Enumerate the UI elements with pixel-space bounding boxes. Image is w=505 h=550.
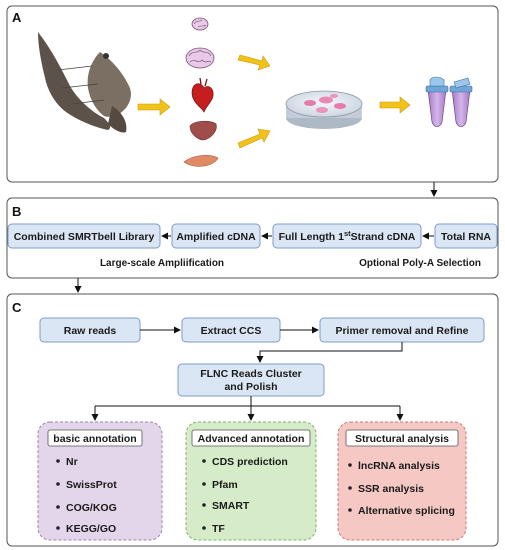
group-title: Advanced annotation [198,433,305,445]
panel-a-label: A [12,10,22,25]
connector-to-cluster [256,342,403,363]
panel-a-frame [6,5,499,183]
note-poly-a-selection: Optional Poly-A Selection [359,258,481,269]
cluster-box: FLNC Reads Cluster and Polish [177,363,325,397]
muscle-icon [183,155,219,167]
cluster-box-label-line2: and Polish [224,381,277,393]
flow-box-smrtbell-library: Combined SMRTbell Library [7,223,161,249]
tube-icon [425,76,449,127]
group-title: basic annotation [53,433,136,445]
petri-dish-icon [285,90,363,129]
pipeline-box-label: Raw reads [64,325,117,337]
flow-box-first-strand: Full Length 1stStrand cDNA [272,223,422,249]
list-item: Nr [66,456,78,468]
tube-icon [449,77,473,127]
panel-b-label: B [12,204,21,219]
list-item: SwissProt [66,479,117,491]
group-advanced-annotation: Advanced annotation CDS prediction Pfam … [185,421,317,541]
yellow-arrow-icon [379,96,411,114]
list-item: KEGG/GO [66,523,116,535]
flow-box-label: Amplified cDNA [176,231,256,243]
list-item: lncRNA analysis [358,460,440,472]
list-item: Alternative splicing [358,505,455,517]
list-item: SSR analysis [358,483,424,495]
list-item: COG/KOG [66,502,117,514]
panel-c: C Raw reads Extract CCS Primer removal a… [6,293,499,547]
panel-a: A [6,5,499,183]
brain-icon [191,17,209,31]
branch-connectors [91,396,404,421]
flow-box-label: Combined SMRTbell Library [14,231,155,243]
group-basic-annotation: basic annotation Nr SwissProt COG/KOG KE… [37,421,163,541]
pipeline-box-extract-ccs: Extract CCS [181,317,281,343]
heart-icon [191,77,214,113]
panel-c-label: C [12,300,22,315]
brain-icon [185,47,215,69]
group-title: Structural analysis [355,433,449,445]
list-item: SMART [212,500,250,512]
yellow-arrow-icon [137,98,171,116]
pipeline-box-label: Primer removal and Refine [335,325,468,337]
pipeline-box-raw-reads: Raw reads [39,317,141,343]
flow-box-label: Total RNA [441,231,491,243]
list-item: CDS prediction [212,456,288,468]
bat-icon [38,32,131,133]
pipeline-box-label: Extract CCS [201,325,262,337]
cluster-box-label-line1: FLNC Reads Cluster [200,368,302,380]
flow-box-total-rna: Total RNA [434,223,498,249]
note-large-scale-amplification: Large-scale Ampliification [100,258,224,269]
list-item: TF [212,523,225,535]
list-item: Pfam [212,479,238,491]
flow-box-label: Full Length 1stStrand cDNA [279,229,416,243]
panel-b: B Total RNA Full Length 1stStrand cDNA A… [6,197,499,279]
flow-box-amplified-cdna: Amplified cDNA [171,223,261,249]
pipeline-box-primer-removal: Primer removal and Refine [319,317,485,343]
yellow-arrow-icon [237,54,271,71]
liver-icon [189,120,217,141]
yellow-arrow-icon [237,128,271,149]
group-structural-analysis: Structural analysis lncRNA analysis SSR … [337,421,467,541]
